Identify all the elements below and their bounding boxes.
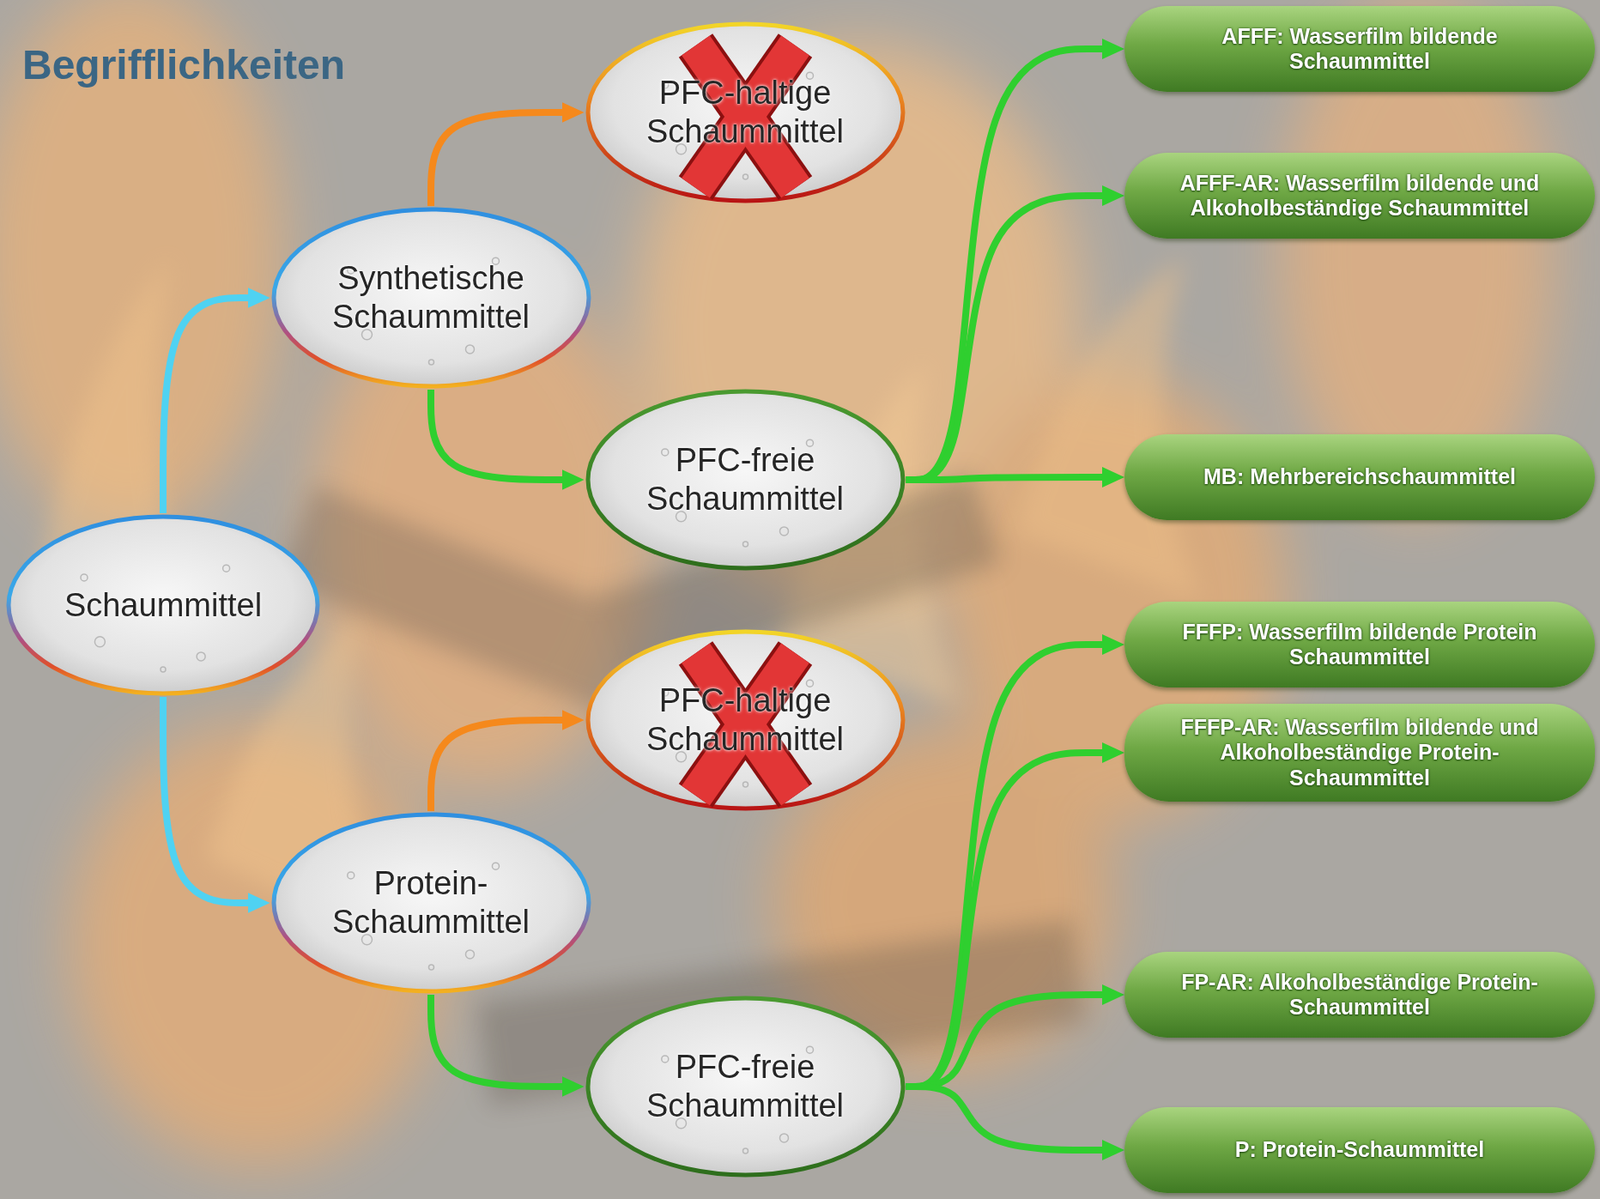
ellipse-body [8,516,318,694]
foam-type-pill: FP-AR: Alkoholbeständige Protein-Schaumm… [1124,951,1595,1038]
foam-bubble [160,666,166,673]
ellipse-body [587,631,904,809]
foam-bubble [223,564,231,572]
category-ellipse: Synthetische Schaummittel [270,206,593,390]
node-label: FFFP-AR: Wasserfilm bildende und Alkohol… [1157,715,1562,792]
category-ellipse: Protein-Schaummittel [270,811,593,995]
foam-bubble [428,359,434,365]
foam-bubble [428,964,434,970]
category-ellipse: PFC-freie Schaummittel [584,994,907,1179]
foam-type-pill: MB: Mehrbereichschaummittel [1124,434,1595,521]
ellipse-body [273,814,589,992]
node-label: PFC-freie Schaummittel [624,441,866,519]
foam-bubble [742,174,748,180]
diagram-title: Begrifflichkeiten [22,41,346,89]
node-label: Synthetische Schaummittel [310,259,552,337]
foam-bubble [742,781,748,788]
flame-tongue [1012,257,1202,601]
flow-arrow [163,696,255,904]
foam-bubble [779,527,788,536]
foam-type-pill: FFFP-AR: Wasserfilm bildende und Alkohol… [1124,703,1595,803]
ellipse-outline [270,206,593,390]
foam-bubble [660,1055,668,1063]
node-label: AFFF-AR: Wasserfilm bildende und Alkohol… [1157,170,1562,222]
ellipse-body [587,24,904,201]
foam-type-pill: P: Protein-Schaummittel [1124,1107,1595,1194]
category-ellipse: PFC-haltige Schaummittel [584,628,907,813]
ellipse-outline [584,994,907,1179]
flow-arrow [905,752,1110,1087]
foam-bubble [346,872,354,879]
node-label: AFFF: Wasserfilm bildende Schaummittel [1157,24,1562,75]
node-label: Protein-Schaummittel [310,864,552,942]
ellipse-outline [270,811,593,995]
ellipse-body [587,998,904,1176]
ellipse-body [273,209,589,387]
flow-arrow [905,644,1110,1087]
flow-arrow [905,1086,1110,1151]
flow-arrow [430,994,570,1087]
category-ellipse: PFC-freie Schaummittel [584,387,907,572]
category-ellipse: PFC-haltige Schaummittel [584,20,907,205]
foam-bubble [196,652,206,661]
foam-type-pill: AFFF: Wasserfilm bildende Schaummittel [1124,6,1595,92]
foam-type-pill: AFFF-AR: Wasserfilm bildende und Alkohol… [1124,152,1595,239]
node-label: Schaummittel [64,586,262,625]
node-label: MB: Mehrbereichschaummittel [1203,464,1516,491]
node-label: FP-AR: Alkoholbeständige Protein-Schaumm… [1157,969,1562,1021]
ellipse-outline [584,387,907,572]
flow-arrow [430,112,570,207]
node-label: PFC-haltige Schaummittel [624,73,866,152]
foam-bubble [742,1148,748,1154]
flow-arrow [430,720,570,812]
ellipse-outline [584,20,907,205]
foam-bubble [742,541,748,547]
node-label: PFC-haltige Schaummittel [624,681,866,759]
flow-arrow [163,297,255,514]
foam-bubble [465,345,474,354]
node-label: P: Protein-Schaummittel [1235,1137,1485,1164]
node-label: PFC-freie Schaummittel [624,1048,866,1126]
foam-bubble [94,636,105,648]
flow-arrow [905,48,1110,480]
flow-arrow [905,994,1110,1087]
foam-bubble [660,448,668,456]
foam-bubble [779,1133,788,1143]
foam-bubble [491,862,499,870]
flow-arrow [905,195,1110,480]
ellipse-outline [584,628,907,813]
foam-bubble [80,574,88,582]
log-shape [277,485,650,717]
category-ellipse: Schaummittel [5,513,322,697]
foam-type-pill: FFFP: Wasserfilm bildende Protein Schaum… [1124,601,1595,688]
ellipse-body [587,391,904,569]
flow-arrow [430,389,570,480]
flow-arrow [905,477,1110,480]
foam-bubble [465,950,474,959]
node-label: FFFP: Wasserfilm bildende Protein Schaum… [1157,619,1562,671]
